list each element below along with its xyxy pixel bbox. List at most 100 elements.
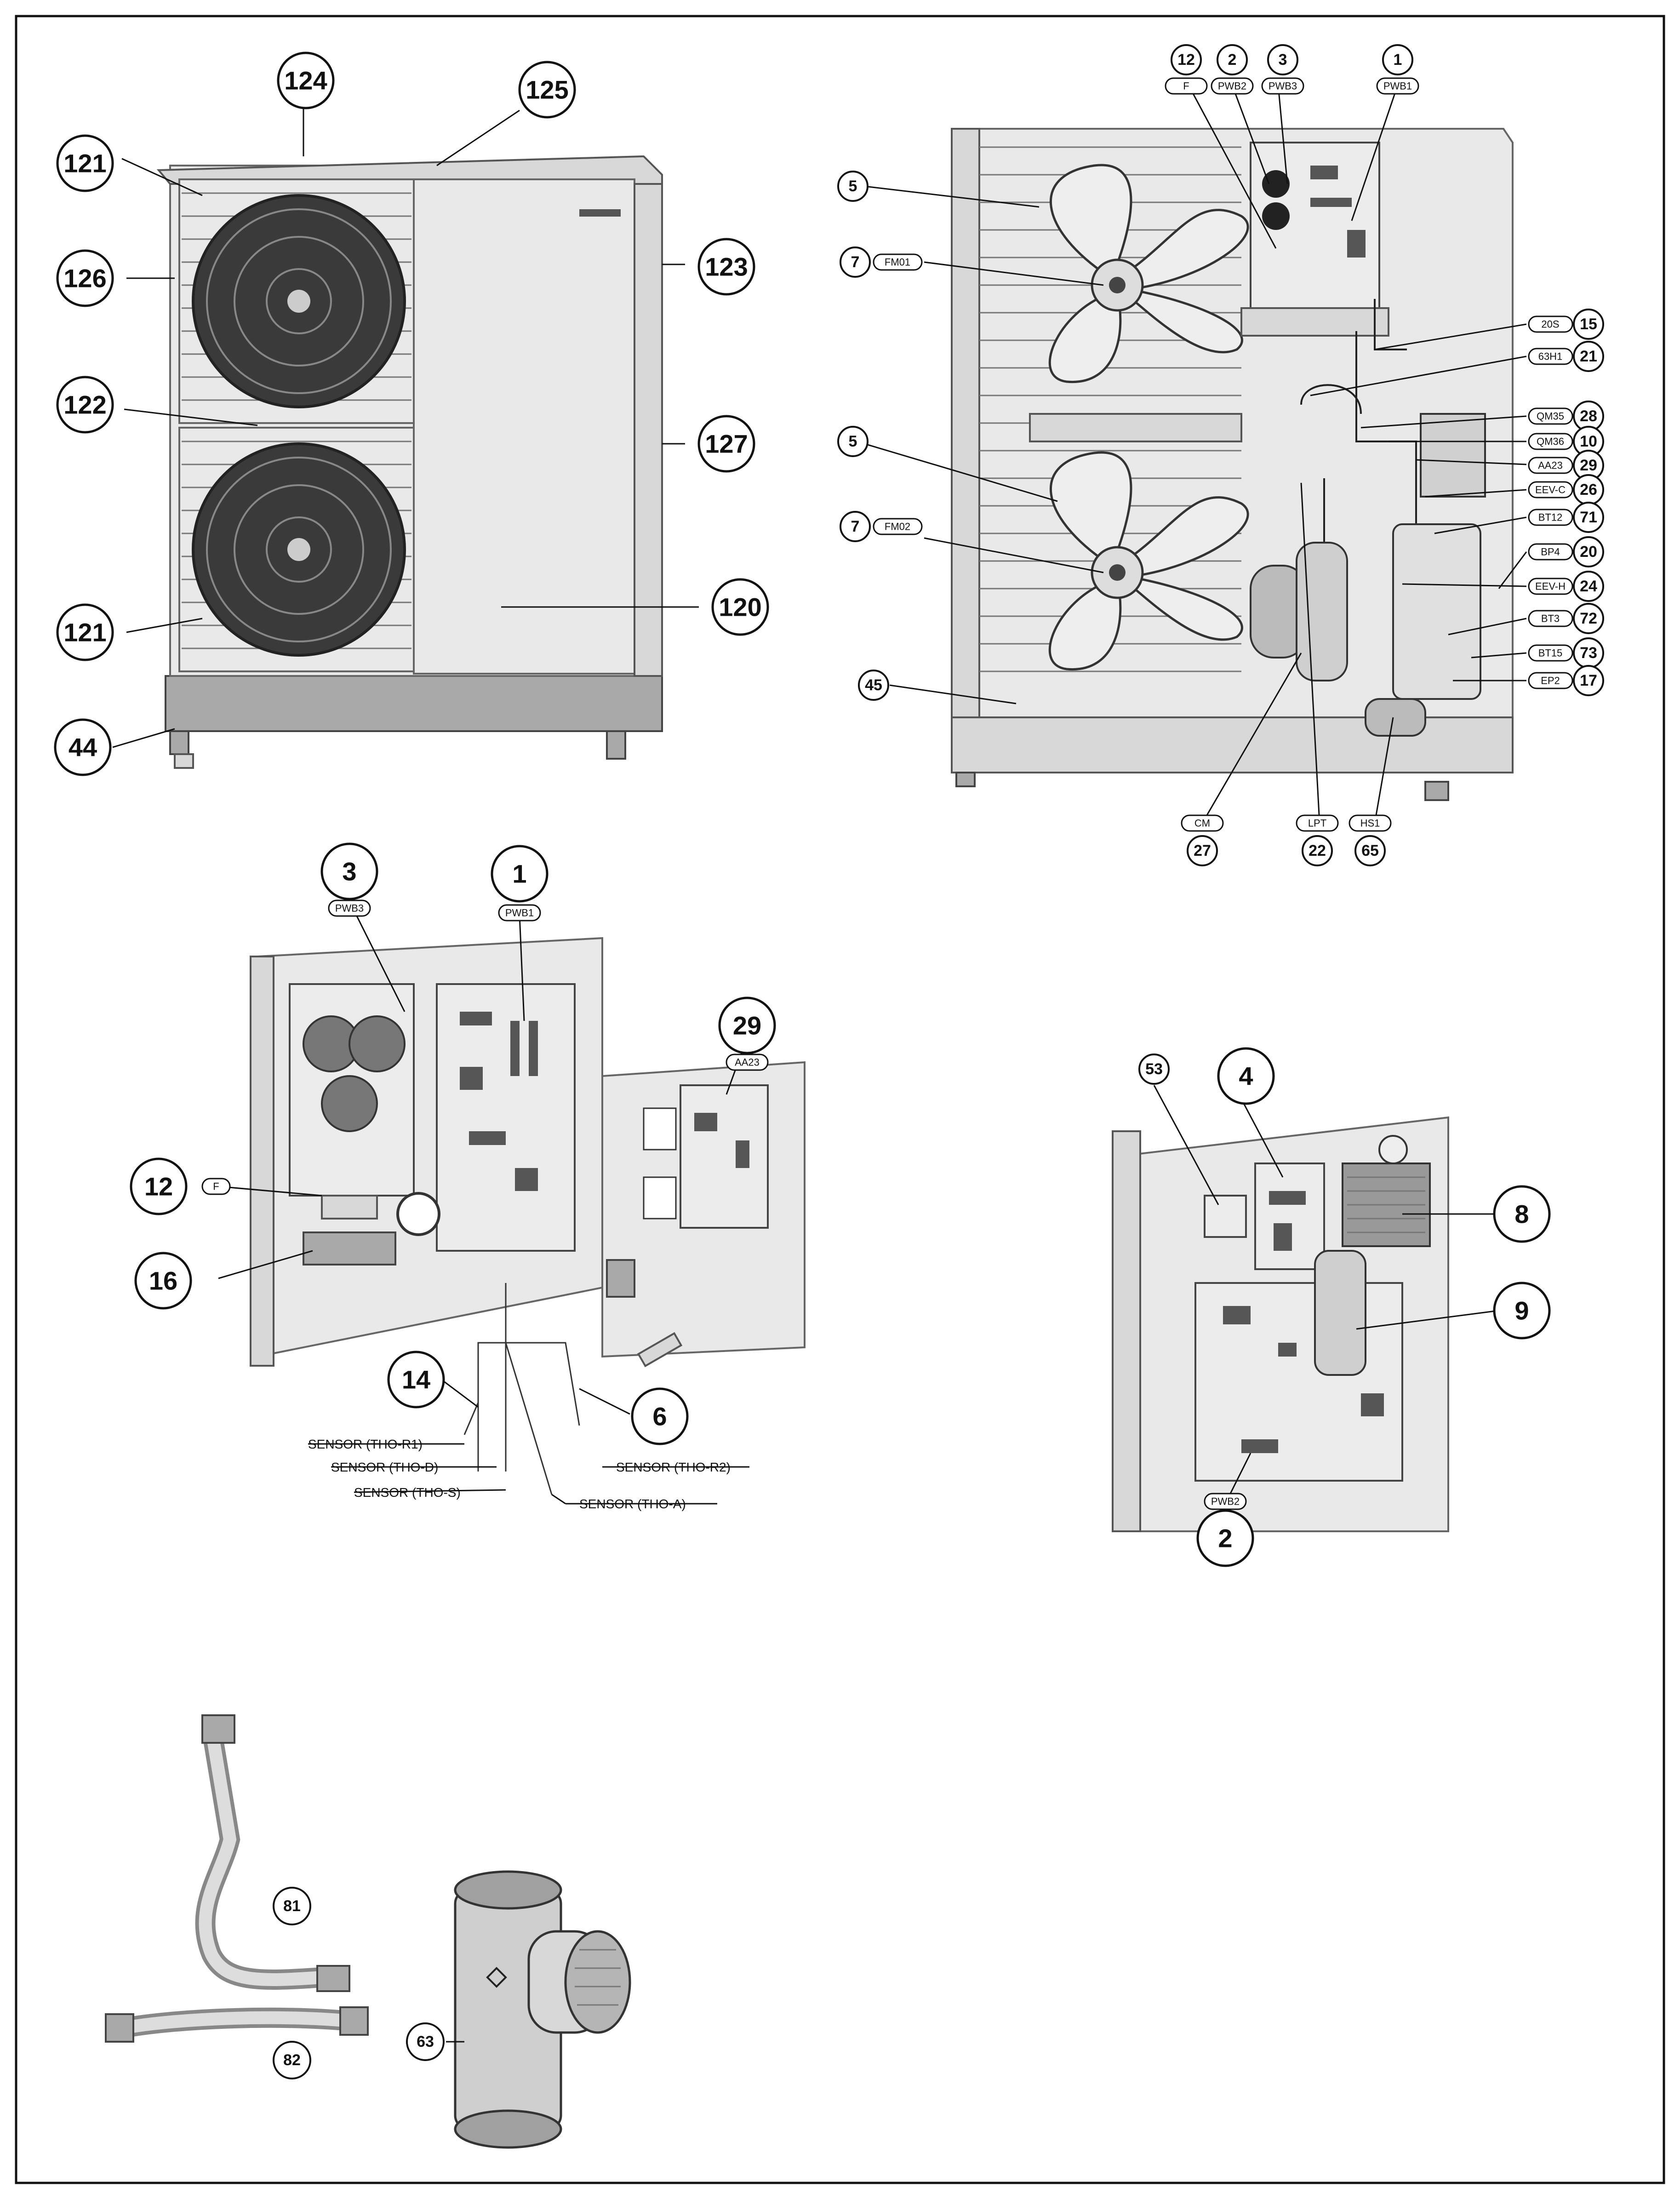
svg-text:QM35: QM35 bbox=[1537, 411, 1564, 422]
tag-QM35: QM35 bbox=[1528, 407, 1573, 425]
tag-AA23: AA23 bbox=[1528, 457, 1573, 474]
svg-text:120: 120 bbox=[719, 593, 761, 622]
callout-2: 2 bbox=[1196, 1509, 1254, 1567]
sensor-tho-s-label: SENSOR (THO-S) bbox=[354, 1485, 461, 1500]
svg-text:20S: 20S bbox=[1541, 319, 1559, 330]
svg-text:FM01: FM01 bbox=[885, 257, 910, 268]
electrical-box-left-illustration bbox=[218, 901, 806, 1505]
svg-text:1: 1 bbox=[1394, 51, 1402, 69]
svg-text:7: 7 bbox=[851, 518, 860, 535]
svg-text:6: 6 bbox=[652, 1402, 667, 1431]
callout-small-81: 81 bbox=[273, 1887, 311, 1925]
sensor-tho-r1-label: SENSOR (THO-R1) bbox=[308, 1437, 423, 1451]
callout-44: 44 bbox=[54, 718, 112, 776]
svg-text:26: 26 bbox=[1580, 481, 1597, 498]
svg-text:28: 28 bbox=[1580, 407, 1597, 425]
callout-125: 125 bbox=[518, 61, 576, 119]
sensor-tho-a-label: SENSOR (THO-A) bbox=[579, 1497, 686, 1511]
tag-PWB2: PWB2 bbox=[1211, 77, 1254, 95]
svg-text:45: 45 bbox=[865, 676, 882, 694]
callout-small-1: 1 bbox=[1382, 44, 1413, 75]
callout-small-2: 2 bbox=[1217, 44, 1248, 75]
callout-4: 4 bbox=[1217, 1047, 1275, 1105]
svg-text:BT12: BT12 bbox=[1538, 512, 1563, 523]
svg-text:124: 124 bbox=[284, 66, 327, 95]
svg-text:5: 5 bbox=[849, 178, 857, 195]
tag-AA23-box: AA23 bbox=[726, 1054, 769, 1071]
upper-fan bbox=[1048, 164, 1249, 383]
svg-text:44: 44 bbox=[69, 733, 97, 762]
callout-127: 127 bbox=[697, 415, 755, 473]
callout-121-top: 121 bbox=[56, 134, 114, 192]
callout-9: 9 bbox=[1493, 1282, 1551, 1340]
page-frame bbox=[15, 15, 1665, 2184]
svg-text:29: 29 bbox=[1580, 457, 1597, 474]
callout-1: 1 bbox=[491, 845, 549, 903]
svg-text:14: 14 bbox=[402, 1365, 430, 1394]
svg-text:CM: CM bbox=[1194, 818, 1210, 829]
svg-text:20: 20 bbox=[1580, 543, 1597, 561]
svg-text:121: 121 bbox=[63, 618, 106, 647]
callout-small-7-bottom: 7 bbox=[840, 511, 871, 542]
callout-small-20: 20 bbox=[1573, 536, 1604, 567]
callout-small-24: 24 bbox=[1573, 571, 1604, 602]
tag-63H1: 63H1 bbox=[1528, 348, 1573, 365]
tag-QM36: QM36 bbox=[1528, 433, 1573, 450]
svg-text:63H1: 63H1 bbox=[1538, 351, 1563, 362]
tag-PWB1-box: PWB1 bbox=[498, 904, 541, 922]
callout-small-5-top: 5 bbox=[837, 171, 869, 202]
svg-text:EEV-C: EEV-C bbox=[1535, 484, 1566, 496]
svg-text:PWB3: PWB3 bbox=[1269, 80, 1297, 92]
svg-text:82: 82 bbox=[283, 2051, 301, 2069]
callout-small-73: 73 bbox=[1573, 637, 1604, 669]
callout-small-27: 27 bbox=[1187, 835, 1218, 866]
svg-text:53: 53 bbox=[1145, 1060, 1163, 1078]
tag-FM01: FM01 bbox=[873, 253, 923, 271]
svg-text:8: 8 bbox=[1514, 1200, 1529, 1229]
tag-BT15: BT15 bbox=[1528, 644, 1573, 662]
callout-small-65: 65 bbox=[1354, 835, 1386, 866]
svg-text:27: 27 bbox=[1194, 842, 1211, 859]
sensor-tho-d-label: SENSOR (THO-D) bbox=[331, 1460, 438, 1474]
svg-text:126: 126 bbox=[63, 264, 106, 293]
svg-text:10: 10 bbox=[1580, 433, 1597, 450]
svg-text:FM02: FM02 bbox=[885, 521, 910, 533]
svg-text:5: 5 bbox=[849, 433, 857, 450]
callout-small-3: 3 bbox=[1267, 44, 1298, 75]
flexible-hoses-illustration bbox=[105, 1714, 369, 2043]
svg-text:16: 16 bbox=[149, 1266, 177, 1295]
callout-small-22: 22 bbox=[1302, 835, 1333, 866]
callout-120: 120 bbox=[711, 578, 769, 636]
tag-EP2: EP2 bbox=[1528, 672, 1573, 689]
svg-text:22: 22 bbox=[1309, 842, 1326, 859]
svg-text:1: 1 bbox=[512, 859, 526, 888]
callout-122: 122 bbox=[56, 376, 114, 434]
svg-text:AA23: AA23 bbox=[1538, 460, 1563, 471]
svg-text:123: 123 bbox=[705, 252, 748, 281]
callout-3: 3 bbox=[320, 842, 378, 900]
tag-BP4: BP4 bbox=[1528, 543, 1573, 561]
callout-small-26: 26 bbox=[1573, 474, 1604, 505]
callout-small-5-bottom: 5 bbox=[837, 426, 869, 457]
svg-text:2: 2 bbox=[1218, 1524, 1232, 1553]
exterior-unit-illustration bbox=[112, 108, 699, 769]
svg-text:73: 73 bbox=[1580, 644, 1597, 662]
tag-20S: 20S bbox=[1528, 315, 1573, 333]
tag-CM: CM bbox=[1181, 814, 1224, 832]
tag-PWB3: PWB3 bbox=[1261, 77, 1304, 95]
callout-small-29: 29 bbox=[1573, 450, 1604, 481]
callout-126: 126 bbox=[56, 249, 114, 307]
tag-PWB2-box: PWB2 bbox=[1204, 1493, 1247, 1510]
callout-small-71: 71 bbox=[1573, 502, 1604, 533]
tag-EEV-H: EEV-H bbox=[1528, 578, 1573, 595]
svg-text:17: 17 bbox=[1580, 672, 1597, 689]
internal-unit-illustration bbox=[864, 85, 1527, 824]
callout-121-bottom: 121 bbox=[56, 603, 114, 661]
svg-text:7: 7 bbox=[851, 253, 860, 271]
callout-small-82: 82 bbox=[273, 2041, 311, 2079]
svg-text:121: 121 bbox=[63, 149, 106, 178]
svg-text:BT3: BT3 bbox=[1541, 613, 1560, 624]
svg-text:9: 9 bbox=[1514, 1296, 1529, 1325]
svg-text:12: 12 bbox=[1177, 51, 1195, 69]
